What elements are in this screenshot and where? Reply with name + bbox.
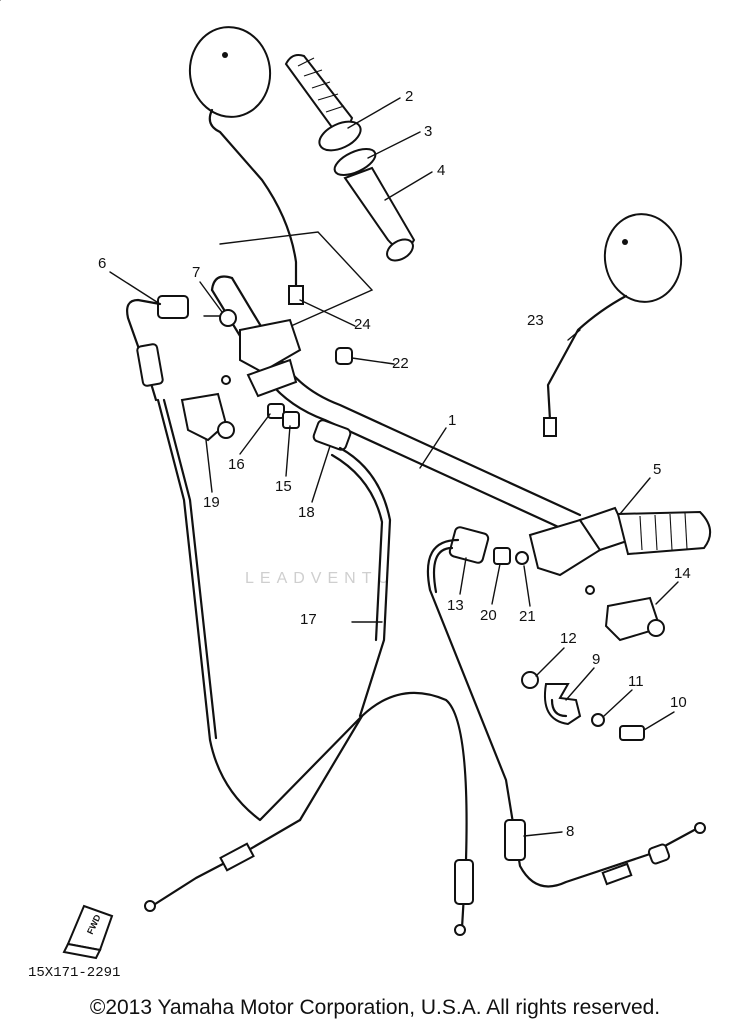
throttle-cable [298, 446, 474, 936]
callout-11: 11 [628, 673, 644, 690]
callout-23: 23 [527, 312, 544, 329]
right-switch-parts [448, 526, 529, 565]
callout-24: 24 [354, 316, 371, 333]
callout-13: 13 [447, 597, 464, 614]
callout-5: 5 [653, 461, 661, 478]
callout-12: 12 [560, 630, 577, 647]
callout-15: 15 [275, 478, 292, 495]
callout-8: 8 [566, 823, 574, 840]
handlebar [210, 275, 582, 532]
callout-9: 9 [592, 651, 600, 668]
callout-21: 21 [519, 608, 536, 625]
front-brake-cable [426, 538, 706, 888]
callout-3: 3 [424, 123, 432, 140]
right-grip-assembly [0, 0, 711, 595]
part-code: 15X171-2291 [28, 965, 120, 981]
callout-1: 1 [448, 412, 456, 429]
callout-18: 18 [298, 504, 315, 521]
right-mirror [543, 213, 683, 437]
callout-labels: 1 2 3 4 5 6 7 8 9 10 11 12 13 14 15 16 1… [98, 88, 691, 840]
throttle-adjusters [267, 403, 352, 451]
callout-7: 7 [192, 264, 200, 281]
holder-hardware [521, 671, 645, 741]
callout-22: 22 [392, 355, 409, 372]
left-mirror [188, 26, 304, 305]
callout-19: 19 [203, 494, 220, 511]
callout-10: 10 [670, 694, 687, 711]
watermark: LEADVENTU [245, 570, 395, 587]
right-switch [604, 596, 665, 642]
left-grip-assembly [284, 54, 416, 262]
left-lever-holder [203, 309, 353, 398]
callout-6: 6 [98, 255, 106, 272]
callout-2: 2 [405, 88, 413, 105]
callout-16: 16 [228, 456, 245, 473]
callout-4: 4 [437, 162, 445, 179]
callout-17: 17 [300, 611, 317, 628]
fwd-arrow: FWD [62, 904, 114, 960]
clutch-cable [126, 295, 364, 912]
copyright-notice: ©2013 Yamaha Motor Corporation, U.S.A. A… [89, 996, 661, 1019]
left-switch [180, 392, 235, 442]
callout-14: 14 [674, 565, 691, 582]
callout-20: 20 [480, 607, 497, 624]
leader-lines [109, 97, 679, 837]
